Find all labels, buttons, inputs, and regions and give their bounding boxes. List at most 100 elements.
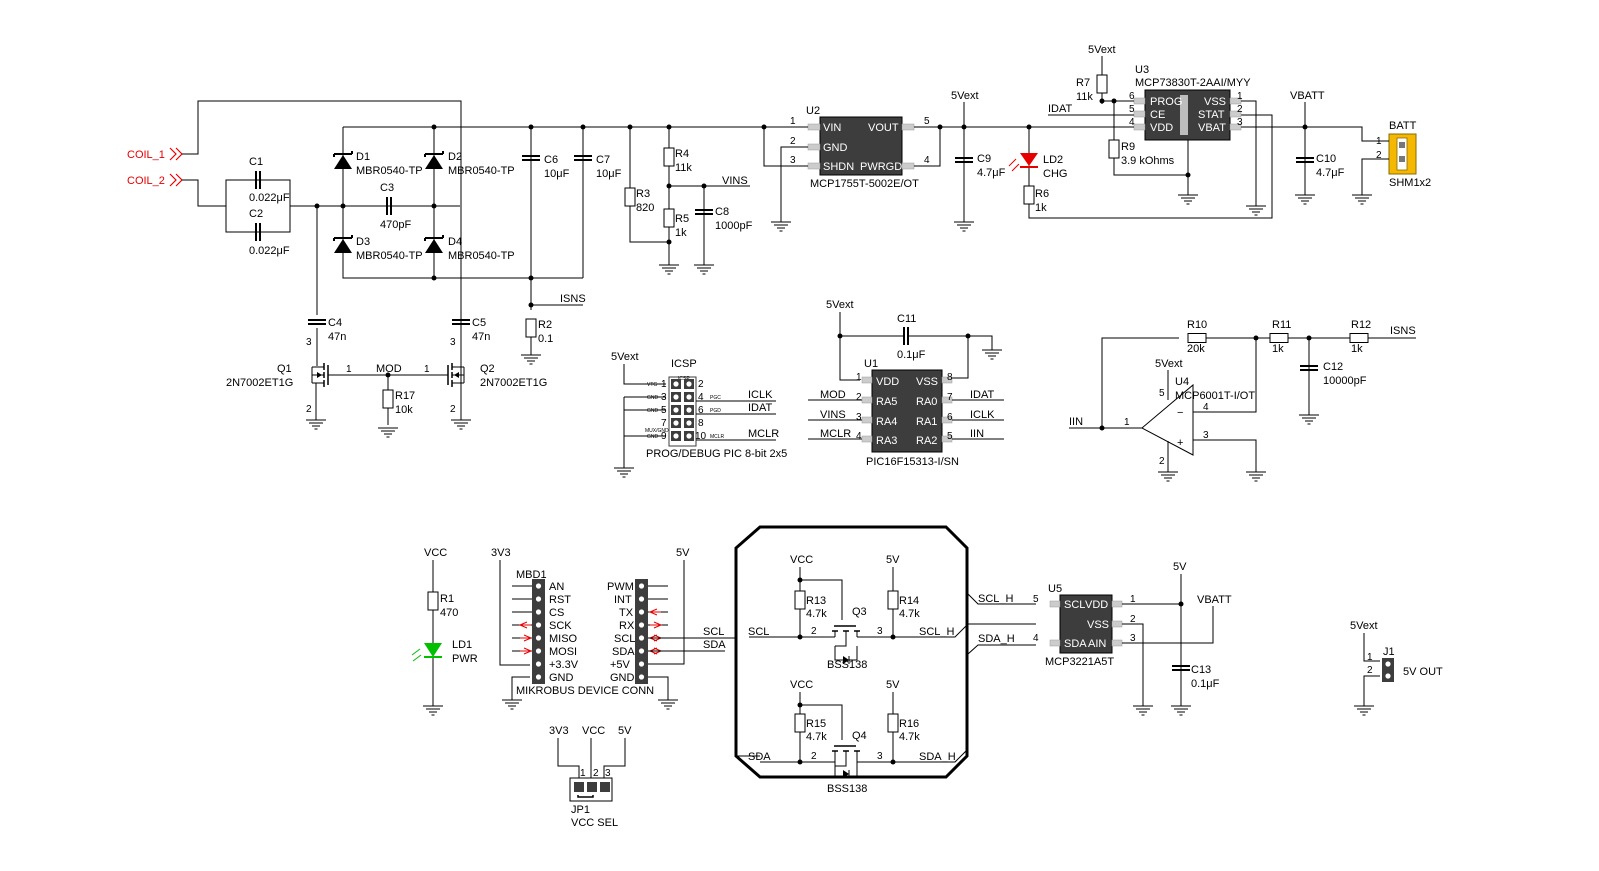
d4-val: MBR0540-TP — [448, 250, 515, 262]
mb-rx: RX — [619, 620, 635, 632]
u3-num5: 5 — [1129, 104, 1135, 115]
u3-num1: 1 — [1237, 91, 1243, 102]
jp1-label: VCC SEL — [571, 817, 618, 829]
vext-label-u1: 5Vext — [826, 299, 854, 311]
u1-pin-ra3: RA3 — [876, 435, 897, 447]
jp1-vcc-select: 3V3 VCC 5V 1 2 3 JP1 VCC SEL — [549, 725, 632, 829]
v5-label-mb: 5V — [676, 547, 690, 559]
v5-label-jp1: 5V — [618, 725, 632, 737]
mb-cs: CS — [549, 607, 564, 619]
q4-val: BSS138 — [827, 783, 867, 795]
sclh-label-q3: SCL_H — [919, 626, 955, 638]
icsp-r10: 10 — [695, 431, 707, 442]
r9-val: 3.9 kOhms — [1121, 155, 1175, 167]
q2-pin1: 1 — [424, 364, 430, 375]
icsp-part: PROG/DEBUG PIC 8-bit 2x5 — [646, 448, 787, 460]
u1-part: PIC16F15313-I/SN — [866, 456, 959, 468]
u3-pin-prog: PROG — [1150, 96, 1182, 108]
r10-ref: R10 — [1187, 319, 1207, 331]
icsp-r2: 2 — [698, 379, 704, 390]
q2-val: 2N7002ET1G — [480, 377, 547, 389]
r3-val: 820 — [636, 202, 654, 214]
u5-part: MCP3221A5T — [1045, 656, 1114, 668]
mikrobus-right-stubs — [648, 585, 668, 626]
scl-label-mb: SCL — [703, 626, 724, 638]
v5-label-u5: 5V — [1173, 561, 1187, 573]
u3-pin-ce: CE — [1150, 109, 1165, 121]
mclr-label-u1: MCLR — [820, 428, 851, 440]
r1-val: 470 — [440, 607, 458, 619]
batt-label: BATT — [1389, 120, 1417, 132]
r12-val: 1k — [1351, 343, 1363, 355]
r7-ref: R7 — [1076, 77, 1090, 89]
r4-ref: R4 — [675, 148, 689, 160]
c3-val: 470pF — [380, 219, 411, 231]
u1-num2: 2 — [856, 392, 862, 403]
v5-label-q3: 5V — [886, 554, 900, 566]
u1-num7: 7 — [947, 392, 953, 403]
u1-num5: 5 — [947, 431, 953, 442]
v5-label-q4: 5V — [886, 679, 900, 691]
u1-num8: 8 — [947, 372, 953, 383]
u2-pin-gnd: GND — [823, 142, 848, 154]
mb-an: AN — [549, 581, 564, 593]
r1-ref: R1 — [440, 593, 454, 605]
u4-num3: 3 — [1203, 430, 1209, 441]
u2-ldo: U2 VIN GND SHDN VOUT PWRGD MCP1755T-5002… — [761, 105, 1102, 232]
iclk-label-u1: ICLK — [970, 409, 995, 421]
r13-ref: R13 — [806, 595, 826, 607]
icsp-tiny-gnd2: GND — [647, 408, 659, 414]
u2-num3: 3 — [790, 155, 796, 166]
q2-pin3: 3 — [450, 337, 456, 348]
mikrobus-left-stubs — [512, 585, 532, 652]
mb-gnd-right: GND — [610, 672, 635, 684]
j1-label: 5V OUT — [1403, 666, 1443, 678]
ld1-val: PWR — [452, 653, 478, 665]
c12-val: 10000pF — [1323, 375, 1367, 387]
u5-adc: U5 SCL VDD VSS SDA AIN 5 4 1 2 3 MCP3221… — [1033, 561, 1232, 716]
vbatt-label-top: VBATT — [1290, 90, 1325, 102]
sclh-label-u5: SCL_H — [978, 593, 1014, 605]
coil1-label: COIL_1 — [127, 149, 165, 161]
vext-label-u4: 5Vext — [1155, 358, 1183, 370]
icsp-tiny-mclr: MCLR — [710, 434, 725, 440]
u5-num2: 2 — [1130, 614, 1136, 625]
r12-ref: R12 — [1351, 319, 1371, 331]
q2-ref: Q2 — [480, 363, 495, 375]
r10-val: 20k — [1187, 343, 1205, 355]
q3-pin2: 2 — [811, 626, 817, 637]
d2-ref: D2 — [448, 151, 462, 163]
c2-ref: C2 — [249, 208, 263, 220]
icsp-header: 5Vext ICSP ICSP 1 3 5 7 9 2 4 6 8 10 VTG… — [611, 351, 787, 478]
c9-val: 4.7μF — [977, 167, 1006, 179]
u2-ref: U2 — [806, 105, 820, 117]
r5-val: 1k — [675, 227, 687, 239]
vext-label-2: 5Vext — [1088, 44, 1116, 56]
u1-pin-vss: VSS — [916, 376, 938, 388]
q2-pin2: 2 — [450, 404, 456, 415]
sdah-label-u5: SDA_H — [978, 633, 1015, 645]
j1-ref: J1 — [1383, 646, 1395, 658]
icsp-tiny-muxgnd: MUX/GND — [645, 428, 669, 434]
u1-mcu: 5Vext C11 0.1μF U1 VDD RA5 RA4 RA3 VSS R… — [808, 299, 1004, 468]
power-led: VCC R1 470 LD1 PWR — [411, 547, 478, 716]
u2-num5: 5 — [924, 116, 930, 127]
u1-pin-ra4: RA4 — [876, 416, 897, 428]
q1-ref: Q1 — [277, 363, 292, 375]
u1-pin-ra5: RA5 — [876, 396, 897, 408]
coil2-port: COIL_2 — [127, 173, 183, 187]
u5-pin-ain: AIN — [1088, 638, 1106, 650]
mclr-label-icsp: MCLR — [748, 428, 779, 440]
iclk-label-icsp: ICLK — [748, 389, 773, 401]
u4-minus: − — [1177, 407, 1183, 419]
idat-label-u1: IDAT — [970, 389, 995, 401]
u5-pin-vdd: VDD — [1085, 599, 1108, 611]
icsp-r6: 6 — [698, 405, 704, 416]
u2-pin-shdn: SHDN — [823, 161, 854, 173]
u3-ref: U3 — [1135, 64, 1149, 76]
r5-ref: R5 — [675, 213, 689, 225]
c5-val: 47n — [472, 331, 490, 343]
u1-pin-vdd: VDD — [876, 376, 899, 388]
charge-indicator: 5Vext C9 4.7μF LD2 CHG R6 1k — [951, 90, 1273, 232]
r6-ref: R6 — [1035, 188, 1049, 200]
